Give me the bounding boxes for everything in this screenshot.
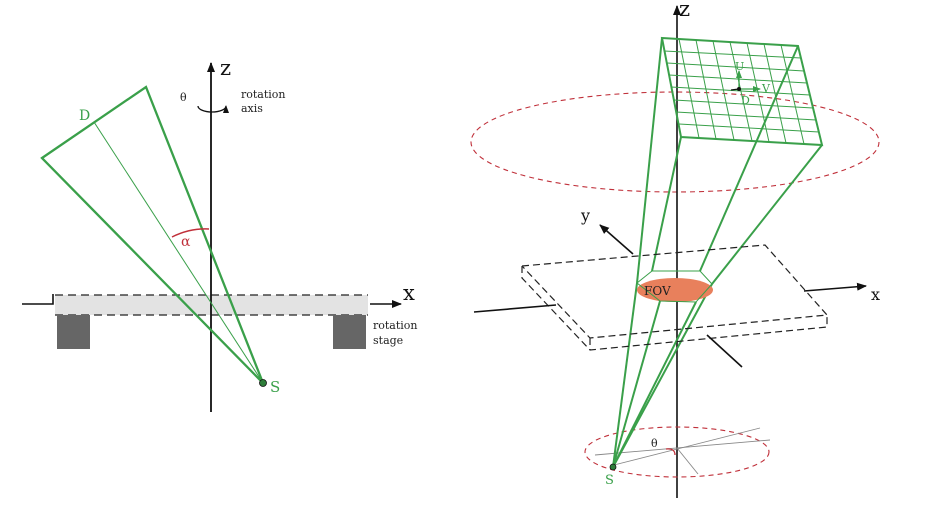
right-beam-lower-rays <box>612 282 713 468</box>
stage-left-lead <box>22 294 54 305</box>
left-x-label: x <box>403 281 415 305</box>
fov-region <box>637 278 713 302</box>
right-z-label: z <box>679 0 690 21</box>
detector-grid <box>663 38 820 145</box>
right-y-label: y <box>580 206 590 225</box>
detector-orbit <box>470 91 880 193</box>
right-beam-upper-edges <box>636 37 823 285</box>
right-source-dot <box>609 463 617 471</box>
v-label: V <box>761 82 771 95</box>
rotation-arrow-icon <box>197 105 229 114</box>
left-source-label: S <box>270 378 280 396</box>
stage-support-right <box>333 315 366 349</box>
rotation-stage-label-line2: stage <box>373 334 403 347</box>
left-theta-label: θ <box>180 91 187 104</box>
source-orbit <box>584 426 770 478</box>
left-source-dot <box>259 379 267 387</box>
rotation-stage-label-line1: rotation <box>373 319 418 332</box>
right-source-label: S <box>605 473 614 488</box>
rotation-axis-label-line1: rotation <box>241 88 286 101</box>
sample-stage-outline <box>521 244 829 351</box>
detector-center-tick <box>730 88 740 91</box>
fov-label: FOV <box>644 284 671 298</box>
right-y-axis <box>599 224 634 255</box>
rotation-axis-label-line2: axis <box>241 102 263 115</box>
d-label: D <box>741 94 750 107</box>
stage-support-left <box>57 315 90 349</box>
right-x-label: x <box>871 285 880 304</box>
left-central-ray <box>93 121 264 384</box>
left-detector-label: D <box>79 108 90 124</box>
left-panel: z x θ rotation axis D α S rotation stage <box>22 56 418 412</box>
right-panel: z y x U V D FOV θ S <box>470 0 880 498</box>
right-y-axis-front-stub <box>706 334 743 368</box>
left-z-label: z <box>220 56 231 80</box>
source-plane-axes <box>594 427 771 475</box>
right-x-axis-left-stub <box>473 304 557 313</box>
right-theta-label: θ <box>651 437 658 450</box>
alpha-arc <box>171 228 210 238</box>
alpha-label: α <box>181 234 191 250</box>
right-theta-arc <box>665 448 676 456</box>
right-x-axis <box>803 282 867 292</box>
u-label: U <box>735 60 744 73</box>
